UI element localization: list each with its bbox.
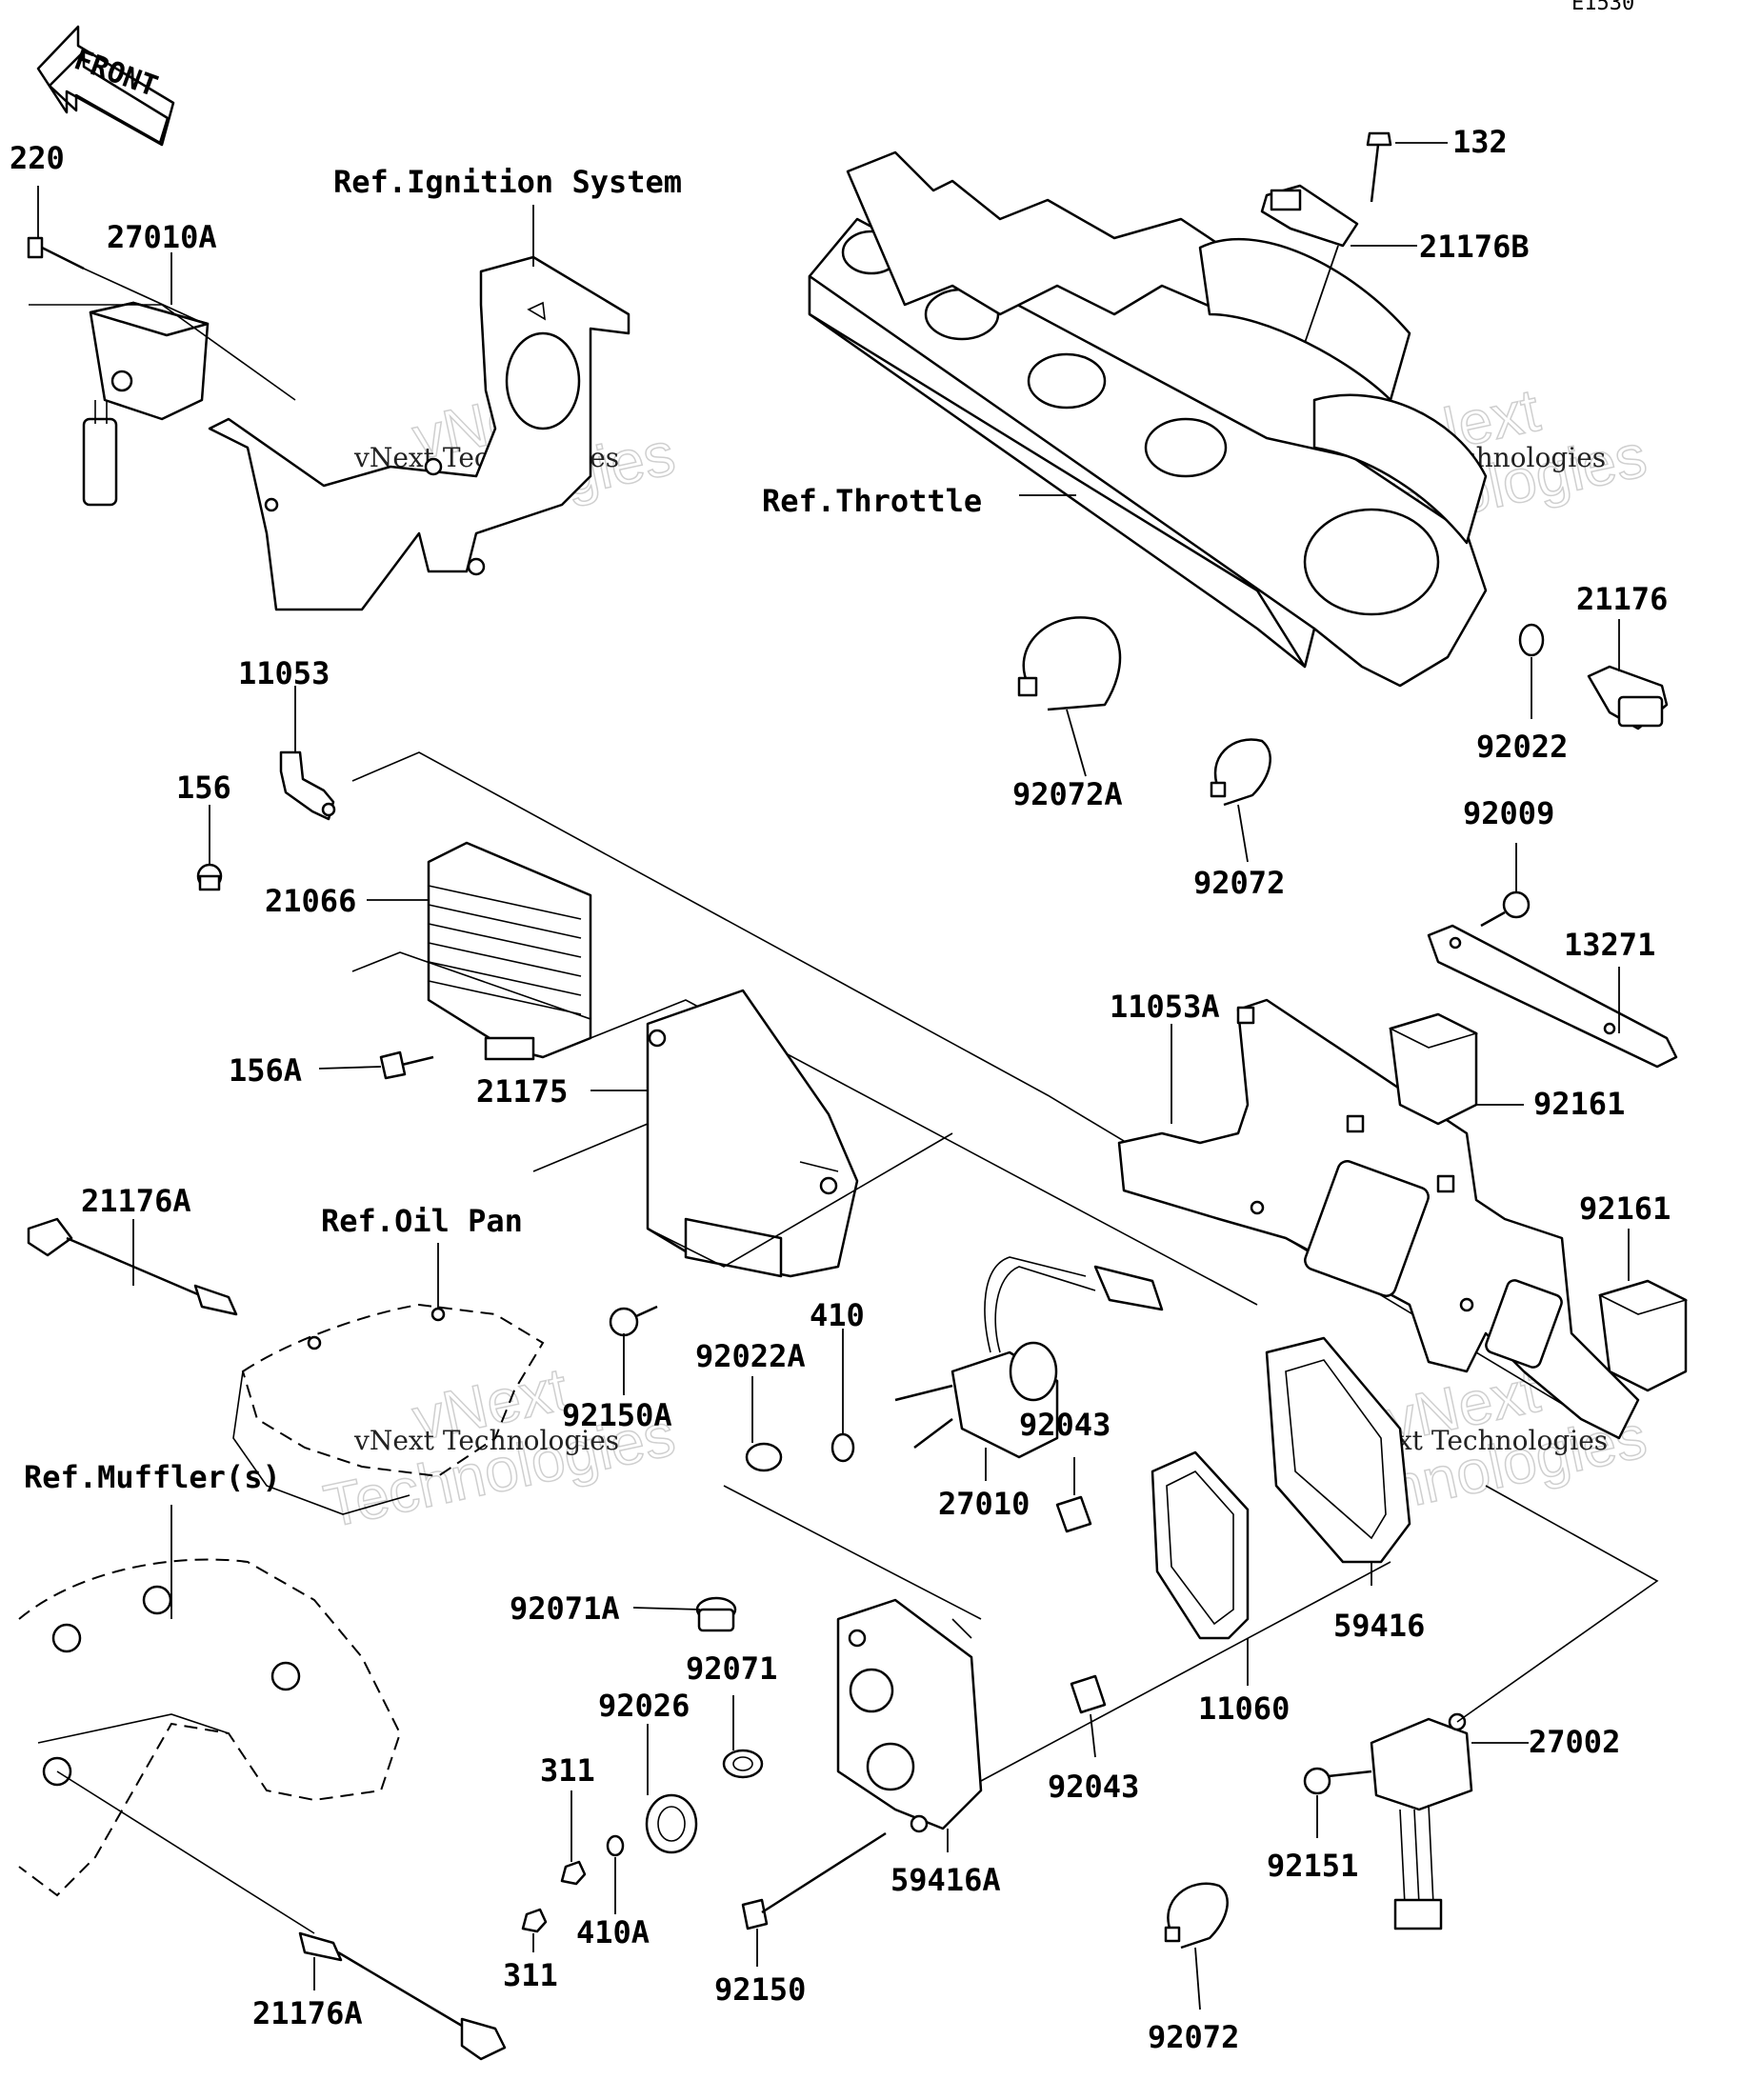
washer-410A [606, 1834, 625, 1857]
part-label-27002: 27002 [1529, 1724, 1620, 1760]
housing-59416 [1265, 1336, 1411, 1564]
part-label-92072-bottom: 92072 [1148, 2019, 1239, 2055]
bolt-132 [1366, 131, 1392, 203]
part-label-92009: 92009 [1463, 795, 1554, 831]
sensor-21176 [1587, 665, 1669, 730]
part-label-92150: 92150 [714, 1971, 806, 2008]
sensor-21176B [1260, 184, 1359, 248]
part-label-92043-bottom: 92043 [1048, 1769, 1139, 1805]
part-label-132: 132 [1452, 124, 1508, 160]
part-label-410: 410 [810, 1297, 865, 1333]
part-label-92150A: 92150A [562, 1397, 672, 1433]
part-label-156: 156 [176, 770, 231, 806]
relay-27010A [82, 301, 210, 507]
part-label-21175: 21175 [476, 1073, 568, 1110]
plate-13271 [1427, 924, 1678, 1069]
clamp-92072-top [1210, 738, 1271, 807]
part-label-21066: 21066 [265, 883, 356, 919]
part-label-311-bottom: 311 [503, 1957, 558, 1993]
part-label-311-top: 311 [540, 1752, 595, 1789]
clamp-92072A [1017, 616, 1122, 711]
washer-92022A [745, 1442, 783, 1472]
part-label-27010A: 27010A [107, 219, 217, 255]
part-label-21176A-bottom: 21176A [252, 1995, 363, 2031]
part-label-410A: 410A [576, 1914, 650, 1950]
throttle-body [808, 150, 1488, 688]
bolt-156A [379, 1050, 434, 1080]
oil-pan [232, 1303, 545, 1515]
part-label-92072-top: 92072 [1193, 865, 1285, 901]
ecu-21175 [646, 989, 859, 1278]
damper-92161-top [1388, 1012, 1479, 1126]
ref-throttle: Ref.Throttle [762, 483, 982, 519]
part-label-59416: 59416 [1333, 1608, 1425, 1644]
front-arrow-icon: FRONT [36, 25, 175, 147]
part-label-92026: 92026 [598, 1688, 690, 1724]
part-label-59416A: 59416A [891, 1862, 1001, 1898]
grommet-92071A [695, 1596, 737, 1632]
part-label-92161-top: 92161 [1533, 1086, 1625, 1122]
damper-92161-bottom [1597, 1279, 1689, 1392]
nut-311-top [560, 1860, 587, 1886]
starter-relay-27010 [894, 1256, 1164, 1459]
seal-92026 [645, 1793, 698, 1854]
pin-92043-top [1055, 1495, 1092, 1533]
part-label-220: 220 [10, 140, 65, 176]
washer-410 [830, 1432, 855, 1463]
muffler [18, 1558, 402, 1897]
part-label-92151: 92151 [1267, 1848, 1358, 1884]
part-label-11060: 11060 [1198, 1690, 1290, 1727]
sensor-21176A-top [27, 1217, 238, 1316]
bolt-92150A [609, 1305, 658, 1337]
part-label-13271: 13271 [1564, 927, 1655, 963]
grommet-92071 [722, 1749, 764, 1779]
bolt-220 [27, 236, 85, 270]
part-label-156A: 156A [229, 1052, 302, 1089]
bolt-156 [196, 863, 223, 891]
part-label-92072A: 92072A [1012, 776, 1123, 812]
nut-311-bottom [521, 1908, 548, 1933]
part-label-92071: 92071 [686, 1650, 777, 1687]
screw-92009 [1480, 890, 1531, 928]
diagram-code: E1530 [1571, 0, 1634, 15]
part-label-21176B: 21176B [1419, 229, 1530, 265]
part-label-27010: 27010 [938, 1486, 1030, 1522]
leader-lines [37, 142, 1630, 2010]
part-label-21176A-top: 21176A [81, 1183, 191, 1219]
part-label-21176: 21176 [1576, 581, 1668, 617]
part-label-92022A: 92022A [695, 1338, 806, 1374]
part-label-92043-top: 92043 [1019, 1407, 1111, 1443]
clamp-92072-bottom [1164, 1882, 1229, 1950]
part-label-92022: 92022 [1476, 729, 1568, 765]
part-label-92161-bottom: 92161 [1579, 1190, 1671, 1227]
bracket-11053 [279, 750, 336, 821]
washer-92022 [1518, 623, 1545, 657]
ignition-bracket [208, 255, 630, 611]
part-label-92071A: 92071A [510, 1590, 620, 1627]
housing-59416A [836, 1598, 983, 1833]
ref-ignition-system: Ref.Ignition System [333, 164, 682, 200]
part-label-11053A: 11053A [1110, 989, 1220, 1025]
pin-92043-bottom [1070, 1674, 1107, 1714]
bolt-92150 [741, 1831, 887, 1930]
sensor-21176A-bottom [298, 1931, 507, 2061]
bracket-11053A [1117, 998, 1640, 1440]
ref-muffler: Ref.Muffler(s) [24, 1459, 281, 1495]
watermark-small-left-bottom: vNext Technologies [353, 1425, 619, 1456]
ref-oil-pan: Ref.Oil Pan [321, 1203, 523, 1239]
bolt-92151 [1303, 1767, 1372, 1795]
gasket-11060 [1151, 1450, 1250, 1640]
part-label-11053: 11053 [238, 655, 330, 691]
relay-27002 [1370, 1712, 1473, 1930]
regulator-21066 [427, 841, 592, 1061]
